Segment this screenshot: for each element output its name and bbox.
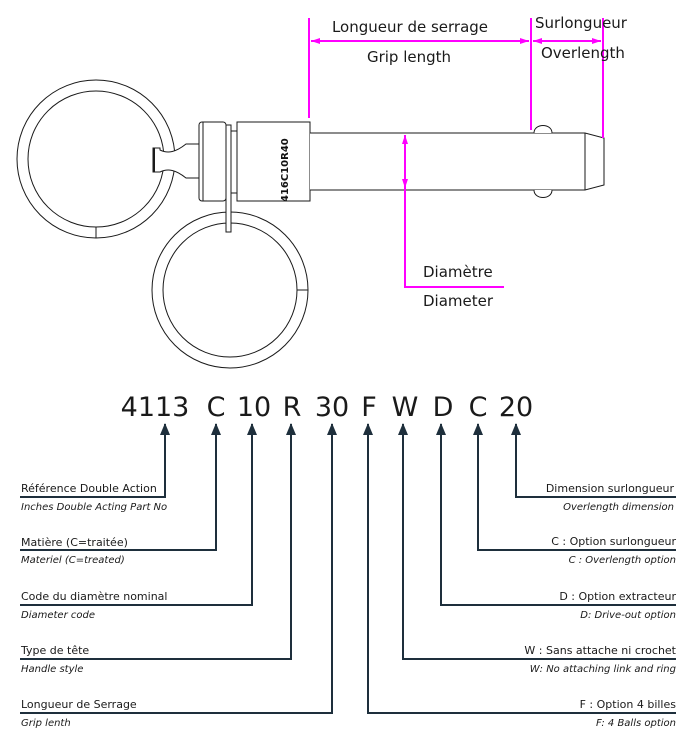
handle-neck: [152, 143, 200, 179]
leader-d: [436, 423, 676, 606]
code-segment: 30: [315, 392, 349, 423]
leader-r: [20, 423, 296, 660]
code-segment: 20: [499, 392, 533, 423]
legend-label-fr: C : Option surlongueur: [551, 535, 676, 548]
code-segment: W: [392, 392, 419, 423]
grip-length-label-en: Grip length: [367, 48, 451, 66]
leader-c-overlength: [473, 423, 676, 551]
legend-label-fr: W : Sans attache ni crochet: [524, 644, 676, 657]
legend-label-fr: Longueur de Serrage: [21, 698, 137, 711]
legend-label-en: F: 4 Balls option: [596, 718, 676, 729]
leader-30: [20, 423, 337, 714]
part-marking: 416C10R40: [280, 138, 291, 202]
diameter-label-en: Diameter: [423, 292, 494, 310]
legend-label-fr: F : Option 4 billes: [580, 698, 677, 711]
attaching-ring-left: [16, 79, 176, 239]
diameter-label-fr: Diamètre: [423, 263, 493, 281]
legend-label-en: D: Drive-out option: [580, 610, 676, 621]
legend-label-fr: Référence Double Action: [21, 482, 157, 495]
legend-label-en: Handle style: [21, 664, 83, 675]
pin-drawing: [16, 79, 605, 369]
legend-right: Dimension surlongueur Overlength dimensi…: [524, 482, 676, 729]
pin-body: [236, 121, 311, 202]
overlength-label-en: Overlength: [541, 44, 625, 62]
part-number: 4113 C 10 R 30 F W D C 20: [121, 392, 534, 423]
locking-ball-top: [533, 125, 553, 134]
leader-4113: [20, 423, 170, 498]
legend-label-fr: Matière (C=traitée): [21, 536, 128, 549]
pin-shank: [310, 132, 605, 191]
legend-label-en: W: No attaching link and ring: [530, 664, 676, 675]
legend-label-en: Overlength dimension: [563, 502, 674, 513]
locking-ball-bottom: [533, 189, 553, 198]
legend-label-fr: Dimension surlongueur: [546, 482, 675, 495]
legend-label-fr: Code du diamètre nominal: [21, 590, 167, 603]
code-segment: D: [433, 392, 454, 423]
grip-length-label-fr: Longueur de serrage: [332, 18, 488, 36]
overlength-label-fr: Surlongueur: [535, 14, 628, 32]
legend-label-en: Diameter code: [21, 610, 95, 621]
legend-label-en: Materiel (C=treated): [21, 555, 125, 566]
link-tab: [225, 124, 232, 233]
legend-left: Référence Double Action Inches Double Ac…: [20, 482, 167, 729]
leader-10: [20, 423, 257, 606]
leader-lines: [20, 423, 676, 714]
leader-c-material: [20, 423, 221, 551]
code-segment: C: [469, 392, 488, 423]
leader-f: [363, 423, 676, 714]
leader-w: [398, 423, 676, 660]
legend-label-fr: Type de tête: [20, 644, 89, 657]
dimension-lines: [308, 18, 604, 288]
legend-label-en: Inches Double Acting Part No: [21, 502, 167, 513]
code-segment: 4113: [121, 392, 190, 423]
attaching-ring-bottom: [151, 211, 309, 369]
leader-20: [511, 423, 676, 498]
code-segment: 10: [237, 392, 271, 423]
code-segment: R: [283, 392, 302, 423]
legend-label-en: C : Overlength option: [569, 555, 676, 566]
code-segment: F: [361, 392, 377, 423]
code-segment: C: [207, 392, 226, 423]
legend-label-en: Grip lenth: [21, 718, 71, 729]
legend-label-fr: D : Option extracteur: [559, 590, 676, 603]
